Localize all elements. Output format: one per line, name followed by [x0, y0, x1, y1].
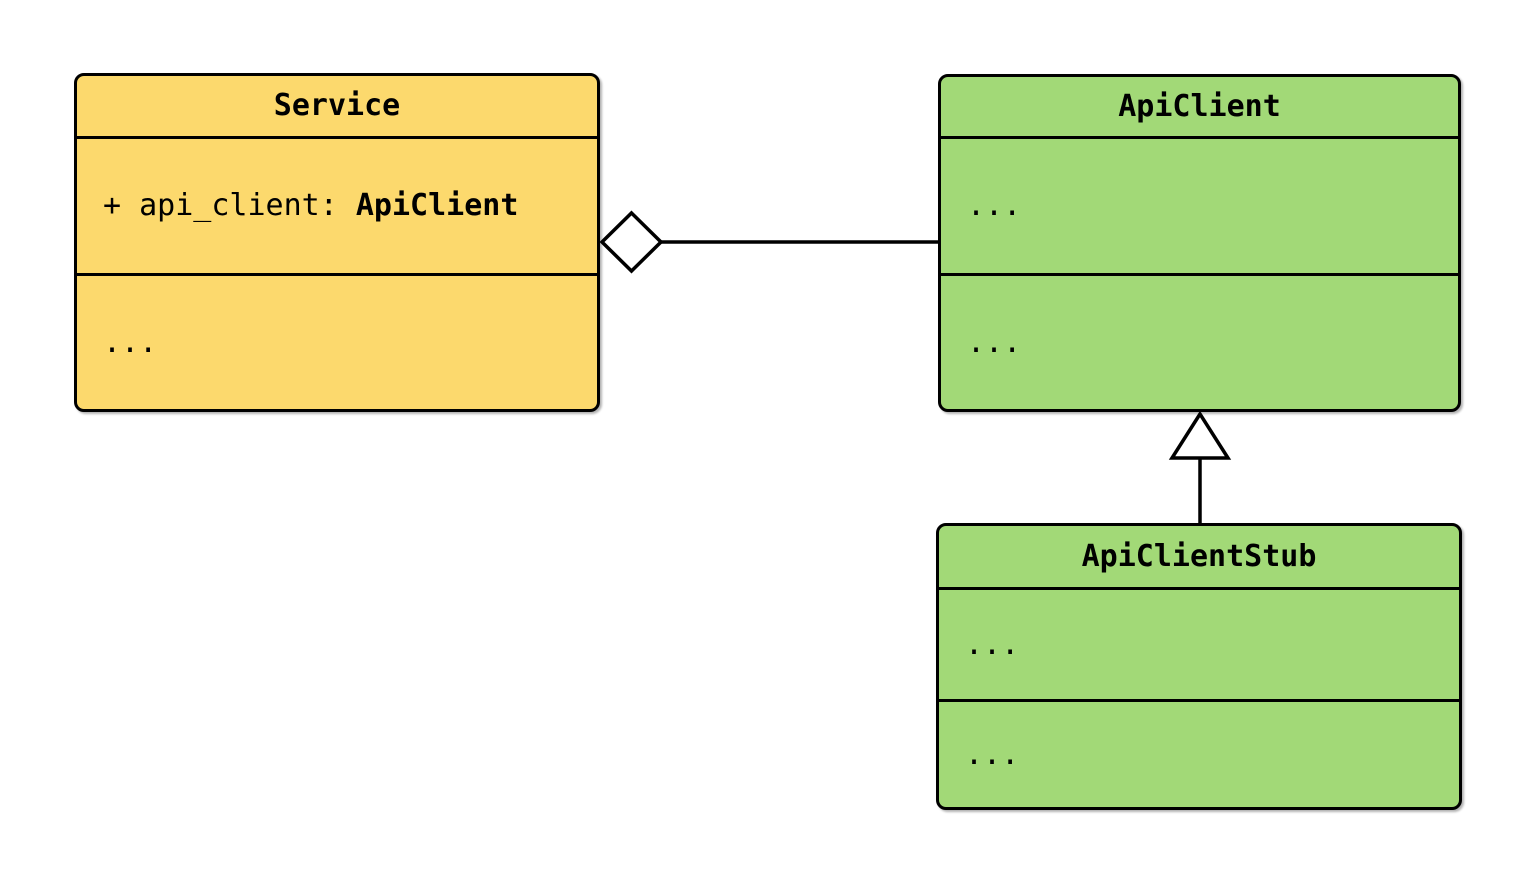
class-api-client-stub: ApiClientStub ... ... — [936, 523, 1462, 810]
class-service: Service + api_client: ApiClient ... — [74, 73, 600, 412]
methods-placeholder: ... — [103, 324, 158, 360]
attribute-prefix: + api_client: — [103, 188, 356, 223]
class-api-client-stub-title: ApiClientStub — [939, 526, 1459, 590]
class-api-client: ApiClient ... ... — [938, 74, 1461, 412]
inheritance-connector — [1168, 410, 1232, 524]
inheritance-triangle-icon — [1168, 410, 1232, 460]
class-service-attributes-section: + api_client: ApiClient — [77, 139, 597, 276]
class-service-methods-section: ... — [77, 276, 597, 409]
aggregation-diamond-icon — [599, 210, 664, 274]
attributes-placeholder: ... — [967, 188, 1022, 223]
class-api-client-stub-attributes-section: ... — [939, 590, 1459, 702]
methods-placeholder: ... — [967, 324, 1022, 360]
class-api-client-stub-methods-section: ... — [939, 702, 1459, 807]
class-service-title: Service — [77, 76, 597, 139]
class-api-client-attributes-section: ... — [941, 139, 1458, 276]
attribute-api-client: + api_client: ApiClient — [103, 191, 518, 221]
aggregation-connector — [599, 210, 938, 274]
class-api-client-title: ApiClient — [941, 77, 1458, 139]
attribute-type-name: ApiClient — [355, 188, 519, 223]
attributes-placeholder: ... — [965, 626, 1020, 662]
methods-placeholder: ... — [965, 736, 1020, 772]
class-api-client-methods-section: ... — [941, 276, 1458, 409]
